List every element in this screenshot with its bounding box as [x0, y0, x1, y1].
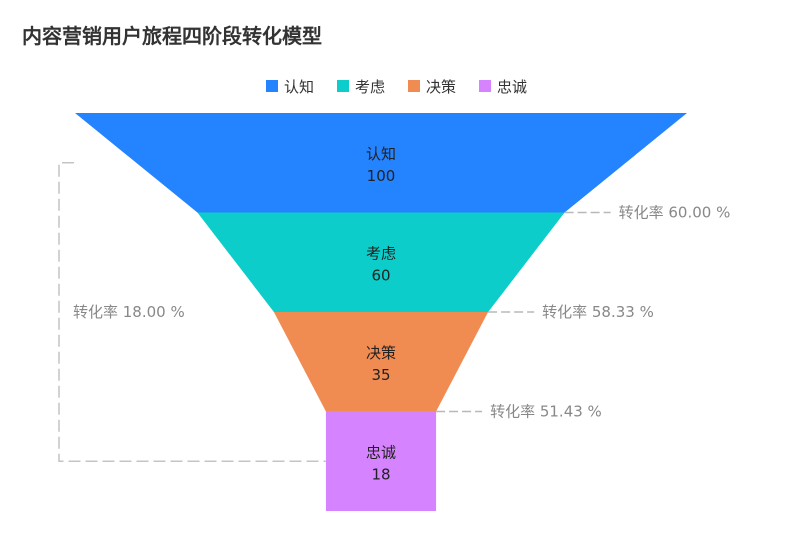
- segment-name-label: 忠诚: [366, 443, 396, 461]
- legend-swatch: [408, 80, 420, 92]
- legend-label: 决策: [426, 78, 456, 96]
- segment-value-label: 18: [371, 465, 390, 483]
- stage-conversion-label: 转化率 51.43 %: [490, 403, 602, 421]
- stage-conversion: 转化率 60.00 %: [564, 204, 731, 222]
- legend-label: 认知: [284, 78, 314, 96]
- stage-conversion-label: 转化率 60.00 %: [619, 204, 731, 222]
- conversion-annotations: 转化率 60.00 % 转化率 58.33 % 转化率 51.43 % 转化率 18.…: [58, 162, 731, 462]
- segment-name-label: 决策: [366, 344, 396, 362]
- stage-conversion-label: 转化率 58.33 %: [542, 303, 654, 321]
- overall-conversion: 转化率 18.00 %: [58, 162, 326, 462]
- legend-label: 忠诚: [497, 78, 527, 96]
- stage-conversion: 转化率 51.43 %: [436, 403, 602, 421]
- segment-name-label: 考虑: [366, 244, 396, 262]
- overall-label-background: [69, 300, 195, 322]
- chart-title: 内容营销用户旅程四阶段转化模型: [22, 24, 322, 48]
- legend-item[interactable]: 考虑: [337, 78, 385, 96]
- funnel-segment[interactable]: [273, 312, 489, 412]
- legend-item[interactable]: 认知: [266, 78, 314, 96]
- funnel-segment[interactable]: [197, 212, 565, 313]
- legend-swatch: [479, 80, 491, 92]
- funnel-segments: 认知 100 考虑 60 决策 35 忠诚 18: [75, 113, 687, 511]
- segment-value-label: 100: [367, 167, 396, 185]
- funnel-segment[interactable]: [75, 113, 687, 213]
- legend-item[interactable]: 决策: [408, 78, 456, 96]
- overall-conversion-label: 转化率 18.00 %: [73, 303, 185, 321]
- legend-item[interactable]: 忠诚: [479, 78, 527, 96]
- segment-name-label: 认知: [366, 145, 396, 163]
- segment-value-label: 35: [371, 366, 390, 384]
- segment-value-label: 60: [371, 266, 390, 284]
- legend-label: 考虑: [355, 78, 385, 96]
- legend-swatch: [337, 80, 349, 92]
- stage-conversion: 转化率 58.33 %: [488, 303, 654, 321]
- overall-bracket-line: [58, 162, 326, 462]
- funnel-segment[interactable]: [325, 411, 437, 512]
- legend-swatch: [266, 80, 278, 92]
- legend: 认知 考虑 决策 忠诚: [266, 78, 527, 96]
